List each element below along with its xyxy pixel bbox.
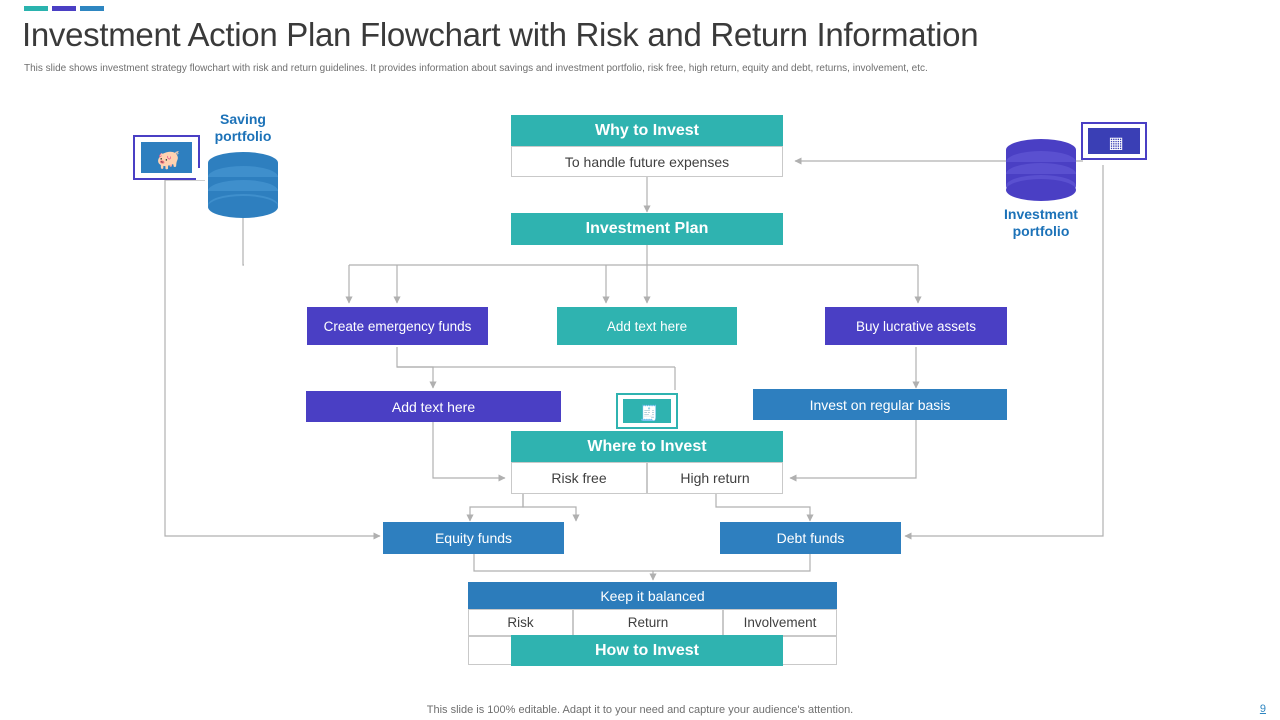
footer-note: This slide is 100% editable. Adapt it to… — [426, 704, 854, 716]
piggy-bank-icon: 🐖 — [133, 135, 200, 180]
saving-portfolio-cylinder-icon — [208, 152, 278, 218]
node-where-to-invest[interactable]: Where to Invest — [511, 431, 783, 462]
node-risk-free[interactable]: Risk free — [511, 462, 647, 494]
node-create-emergency-funds[interactable]: Create emergency funds — [307, 307, 488, 345]
page-title: Investment Action Plan Flowchart with Ri… — [22, 16, 979, 53]
node-return[interactable]: Return — [573, 609, 723, 636]
node-high-return[interactable]: High return — [647, 462, 783, 494]
accent-bars — [24, 6, 104, 11]
node-invest-on-regular-basis[interactable]: Invest on regular basis — [753, 389, 1007, 420]
investment-portfolio-label: Investment portfolio — [985, 206, 1097, 240]
node-risk[interactable]: Risk — [468, 609, 573, 636]
node-equity-funds[interactable]: Equity funds — [383, 522, 564, 554]
node-keep-it-balanced[interactable]: Keep it balanced — [468, 582, 837, 609]
accent-bar-blue — [80, 6, 104, 11]
node-debt-funds[interactable]: Debt funds — [720, 522, 901, 554]
invoice-icon: 🧾 — [616, 393, 678, 429]
node-buy-lucrative-assets[interactable]: Buy lucrative assets — [825, 307, 1007, 345]
node-how-to-invest[interactable]: How to Invest — [511, 635, 783, 666]
node-to-handle-future-expenses[interactable]: To handle future expenses — [511, 146, 783, 177]
node-why-to-invest[interactable]: Why to Invest — [511, 115, 783, 146]
page-number: 9 — [1259, 703, 1266, 715]
investment-portfolio-cylinder-icon — [1006, 139, 1076, 201]
investment-portfolio-label-line1: Investment — [1004, 206, 1078, 222]
saving-portfolio-label: Saving portfolio — [193, 111, 293, 145]
database-chip-icon: ▦ — [1081, 122, 1147, 160]
node-add-text-here-left[interactable]: Add text here — [306, 391, 561, 422]
node-investment-plan[interactable]: Investment Plan — [511, 213, 783, 245]
node-add-text-here-mid[interactable]: Add text here — [557, 307, 737, 345]
accent-bar-purple — [52, 6, 76, 11]
node-involvement[interactable]: Involvement — [723, 609, 837, 636]
page-subtitle: This slide shows investment strategy flo… — [24, 63, 928, 74]
piggy-icon-notch — [196, 168, 208, 180]
saving-portfolio-label-line1: Saving — [220, 111, 266, 127]
accent-bar-teal — [24, 6, 48, 11]
saving-portfolio-label-line2: portfolio — [214, 128, 272, 144]
investment-portfolio-label-line2: portfolio — [1012, 223, 1070, 239]
